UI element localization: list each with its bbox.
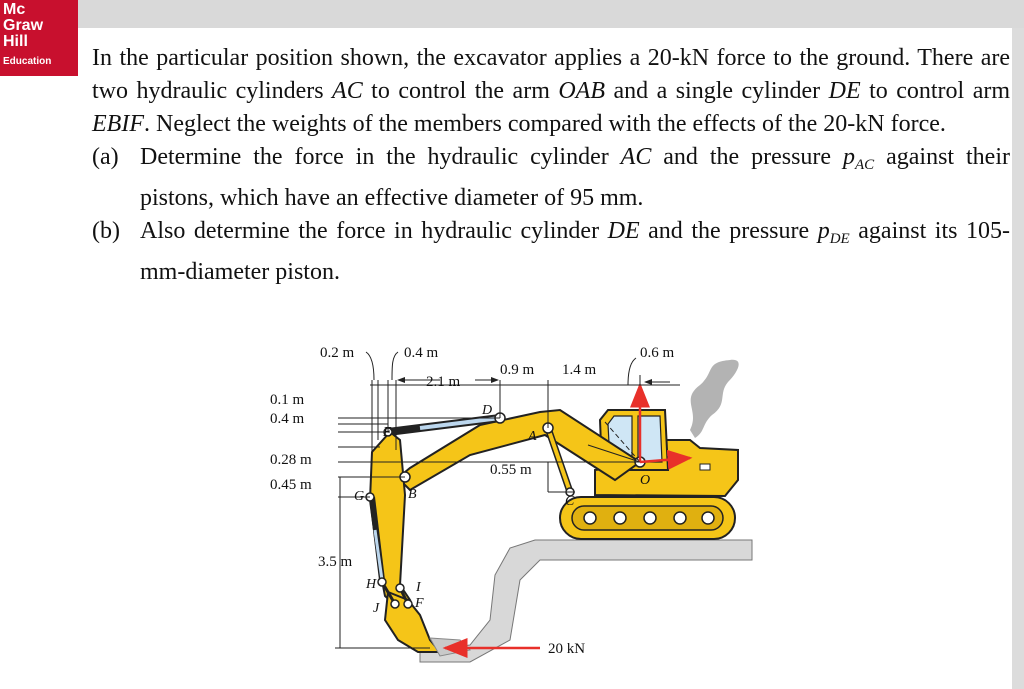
right-scroll-edge: [1012, 28, 1024, 689]
ground-surface: [419, 539, 753, 663]
part-a-text-1: Determine the force in the hydraulic cyl…: [140, 144, 621, 170]
cab-window-2: [637, 415, 663, 463]
dim-0-9: 0.9 m: [500, 362, 535, 378]
point-h: H: [365, 577, 377, 592]
engine-grille: [699, 463, 711, 471]
dim-0-1: 0.1 m: [270, 392, 305, 408]
intro-text-4: to control arm: [860, 78, 1011, 104]
point-a: A: [527, 429, 537, 444]
point-g: G: [354, 489, 364, 504]
dim-0-4-top: 0.4 m: [404, 345, 439, 361]
dim-0-4-left: 0.4 m: [270, 411, 305, 427]
logo-line-3: Hill: [3, 33, 28, 50]
point-f: F: [414, 596, 424, 611]
dimension-lines: [335, 351, 680, 649]
logo-line-4: Education: [3, 56, 52, 67]
point-o: O: [640, 473, 650, 488]
problem-intro: In the particular position shown, the ex…: [92, 42, 1010, 141]
dim-0-45: 0.45 m: [270, 477, 312, 493]
dim-0-6: 0.6 m: [640, 345, 675, 361]
intro-text-5: . Neglect the weights of the members com…: [143, 111, 946, 137]
reference-line-2: [587, 444, 641, 463]
part-b-pressure-sub: DE: [829, 231, 850, 247]
track-rollers: [583, 511, 715, 525]
part-b-pressure-symbol: p: [817, 218, 830, 244]
var-de: DE: [828, 78, 861, 104]
point-e: E: [382, 425, 392, 440]
part-a-pressure-sub: AC: [855, 157, 875, 173]
point-i: I: [415, 580, 422, 595]
part-a-text-2: and the pressure: [651, 144, 843, 170]
logo-line-2: Graw: [3, 17, 44, 34]
top-bar: [0, 0, 1024, 28]
point-d: D: [481, 403, 492, 418]
var-ac: AC: [332, 78, 363, 104]
var-oab: OAB: [558, 78, 605, 104]
dim-2-1: 2.1 m: [426, 374, 461, 390]
problem-statement: In the particular position shown, the ex…: [92, 42, 1010, 289]
part-b-text-1: Also determine the force in hydraulic cy…: [140, 218, 608, 244]
part-b-label: (b): [92, 218, 120, 244]
var-ebif: EBIF: [92, 111, 144, 137]
dim-1-4: 1.4 m: [562, 362, 597, 378]
cylinder-ac-rod: [546, 427, 572, 493]
part-b-var: DE: [607, 218, 640, 244]
part-a-pressure-symbol: p: [843, 144, 855, 170]
publisher-logo: Mc Graw Hill Education: [0, 0, 78, 76]
point-j: J: [373, 601, 380, 616]
cylinder-gh-rod: [373, 529, 384, 581]
point-c: C: [565, 494, 575, 509]
dim-0-55: 0.55 m: [490, 462, 532, 478]
reference-line-1: [604, 421, 641, 463]
intro-text-1: In the particular position shown, the ex…: [92, 45, 1010, 104]
dim-3-5: 3.5 m: [318, 554, 353, 570]
part-a-text-3: against their pistons, which have an eff…: [140, 144, 1010, 211]
logo-line-1: Mc: [3, 1, 26, 18]
part-a-label: (a): [92, 144, 119, 170]
part-a: (a) Determine the force in the hydraulic …: [92, 141, 1010, 215]
exhaust-smoke: [690, 359, 739, 438]
part-b: (b) Also determine the force in hydraulic…: [92, 215, 1010, 289]
intro-text-3: and a single cylinder: [605, 78, 829, 104]
dim-0-28: 0.28 m: [270, 452, 312, 468]
cylinder-de-rod: [419, 416, 501, 430]
force-label: 20 kN: [548, 641, 585, 657]
part-a-var: AC: [620, 144, 652, 170]
dim-0-2: 0.2 m: [320, 345, 355, 361]
intro-text-2: to control the arm: [362, 78, 559, 104]
point-b: B: [408, 487, 417, 502]
part-b-text-2: and the pressure: [639, 218, 818, 244]
part-b-text-3: against its 105-mm-diameter piston.: [140, 218, 1010, 285]
o-right-arrow: [639, 449, 693, 470]
